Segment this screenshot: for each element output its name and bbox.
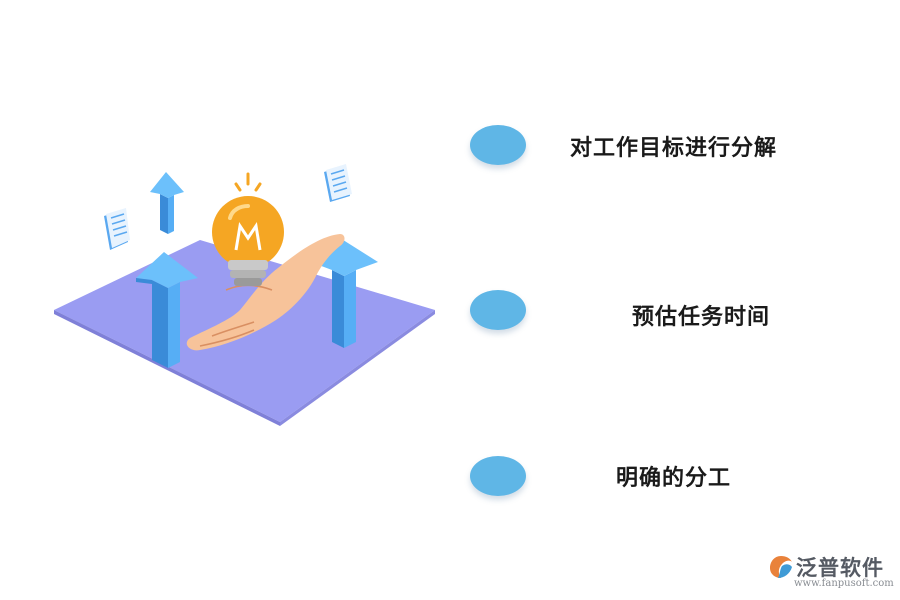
item-label-2: 预估任务时间 (632, 305, 771, 330)
brand-logo: 泛普软件 www.fanpusoft.com (768, 552, 894, 596)
item-bullet (470, 456, 526, 496)
up-arrow-icon (150, 172, 184, 234)
item-label-1: 对工作目标进行分解 (570, 136, 778, 161)
idea-illustration (54, 164, 435, 426)
item-label-3: 明确的分工 (616, 466, 732, 491)
spark-icon (234, 172, 262, 192)
paper-icon (104, 208, 130, 250)
brand-mark-icon (770, 556, 792, 578)
paper-icon (324, 164, 352, 202)
item-bullet (470, 290, 526, 330)
item-bullet (470, 125, 526, 165)
up-arrow-icon (136, 252, 198, 368)
brand-url: www.fanpusoft.com (794, 578, 894, 589)
brand-name: 泛普软件 (796, 556, 884, 580)
light-bulb-icon (212, 196, 284, 286)
